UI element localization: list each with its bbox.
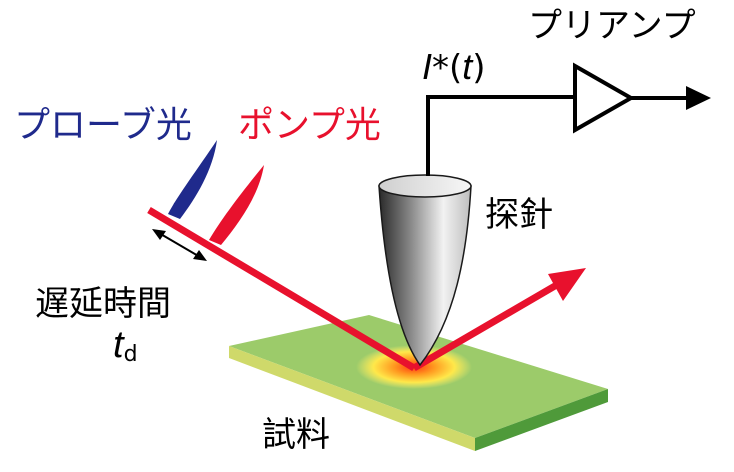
pump-beam xyxy=(147,206,586,372)
sample-front-face xyxy=(229,346,475,451)
current-close: ) xyxy=(472,48,485,88)
tip-body xyxy=(378,185,472,367)
probe-pulse xyxy=(168,140,217,219)
output-arrowhead xyxy=(686,86,711,110)
probe-tip-label: 探針 xyxy=(485,195,553,235)
incident-beam xyxy=(147,206,416,372)
pump-light-label: ポンプ光 xyxy=(238,105,381,146)
reflected-beam-arrowhead xyxy=(548,268,586,301)
current-label: I*(t) xyxy=(422,46,486,88)
reflected-beam xyxy=(412,279,562,372)
delay-time-label: 遅延時間 xyxy=(35,284,171,324)
preamp-label: プリアンプ xyxy=(528,6,696,46)
probe-pulse-shape xyxy=(168,140,217,219)
stm-probe-tip xyxy=(378,174,472,367)
double-arrow-icon xyxy=(152,229,207,261)
pump-pulse-shape xyxy=(209,165,264,245)
tip-top xyxy=(378,174,472,198)
current-symbol: I xyxy=(422,46,432,87)
sample-label: 試料 xyxy=(262,415,330,455)
sample-side-face xyxy=(475,389,608,451)
signal-wire xyxy=(426,95,573,176)
delay-subscript: d xyxy=(124,342,138,367)
amplifier-triangle-icon xyxy=(573,62,636,134)
current-star-open: *( xyxy=(432,48,462,88)
delay-symbol-label: td xyxy=(113,324,138,367)
delay-symbol: t xyxy=(113,324,125,366)
current-t: t xyxy=(462,46,474,87)
pump-pulse xyxy=(209,165,264,245)
probe-light-label: プローブ光 xyxy=(14,105,192,146)
